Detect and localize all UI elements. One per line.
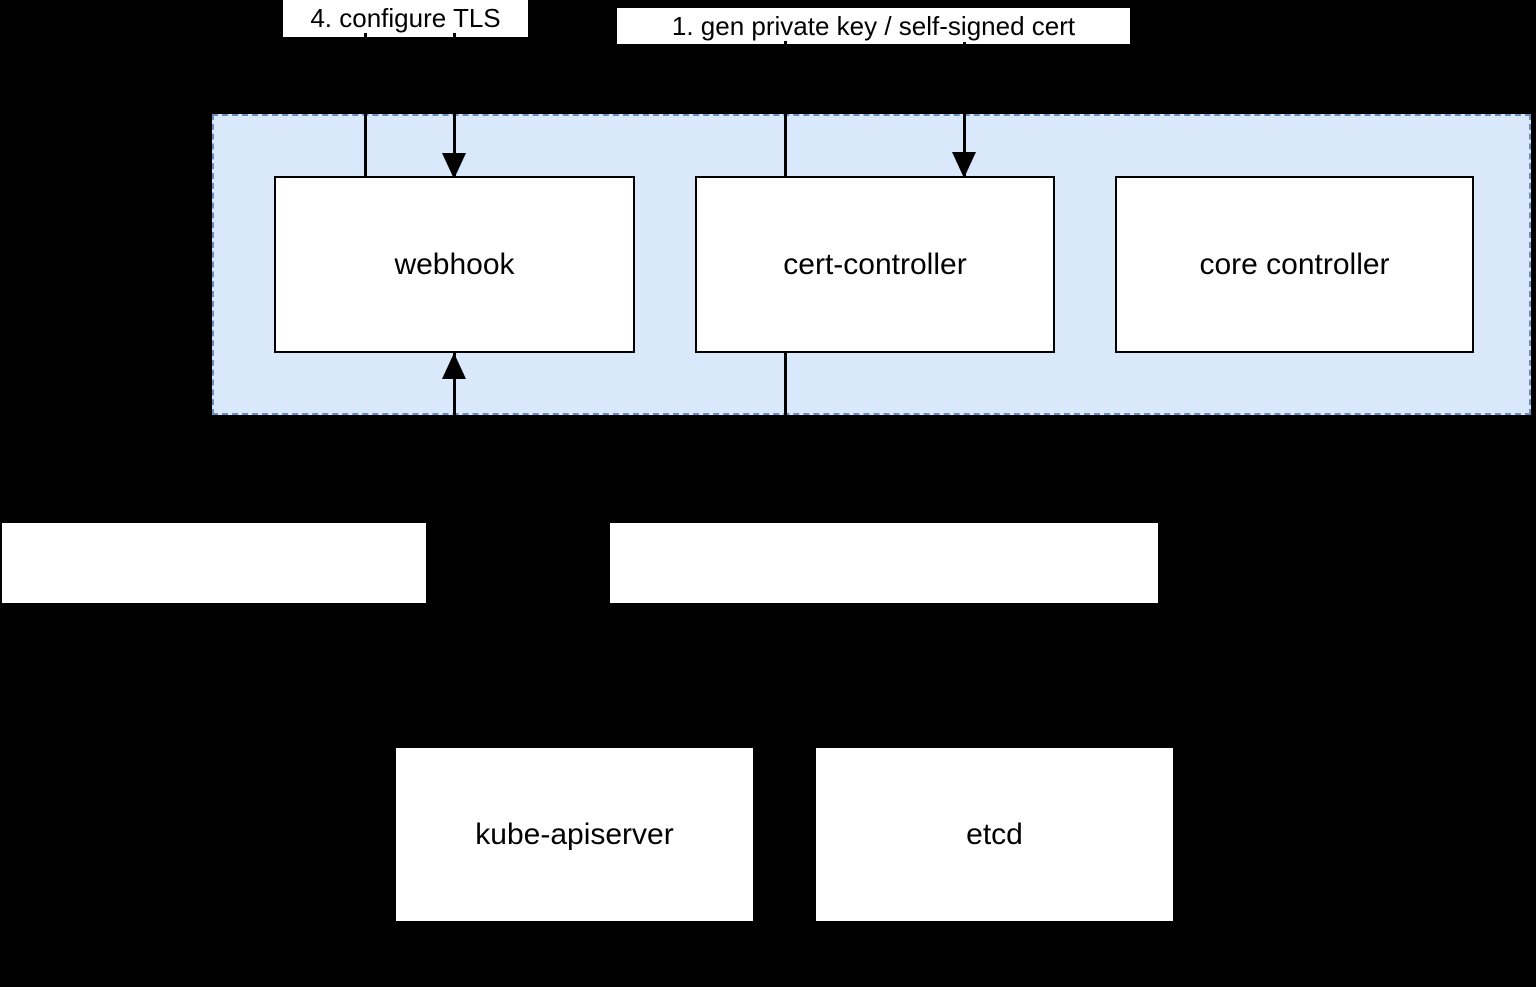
edge-label-configure-tls: 4. configure TLS — [283, 0, 528, 37]
node-etcd-label: etcd — [966, 817, 1023, 851]
connector-arrow-up-into-webhook — [442, 353, 466, 415]
connector-arrow-into-webhook — [442, 33, 466, 179]
arrow-shaft — [453, 33, 456, 179]
edge-label-gen-private-key: 1. gen private key / self-signed cert — [617, 8, 1130, 44]
arrow-head-down-icon — [442, 153, 466, 179]
arrow-head-up-icon — [442, 353, 466, 379]
node-webhook-label: webhook — [394, 247, 515, 281]
connector-webhook-to-configure-tls — [364, 33, 367, 178]
edge-label-write-tls-secret-update-cabundle: 2. write TLS secret 3. update caBundle i… — [610, 523, 1158, 773]
node-cert-controller[interactable]: cert-controller — [695, 176, 1055, 353]
node-cert-controller-label: cert-controller — [783, 247, 967, 281]
node-core-controller-label: core controller — [1199, 247, 1390, 281]
connector-cert-controller-upward — [784, 41, 787, 178]
node-etcd[interactable]: etcd — [816, 748, 1173, 921]
node-core-controller[interactable]: core controller — [1115, 176, 1474, 353]
edge-label-line-1: 5. send conversion/validating — [46, 616, 382, 647]
connector-cert-controller-downward — [784, 353, 787, 415]
node-webhook[interactable]: webhook — [274, 176, 635, 353]
edge-label-line-1: 2. write TLS secret — [610, 616, 827, 647]
arrow-head-down-icon — [952, 152, 976, 178]
arrow-shaft — [453, 353, 456, 415]
edge-label-send-conversion-validating-webhook: 5. send conversion/validating webhook — [2, 523, 426, 773]
node-kube-apiserver-label: kube-apiserver — [475, 817, 674, 851]
edge-label-line-2: webhook — [161, 742, 267, 773]
connector-arrow-into-cert-controller — [952, 42, 976, 178]
node-kube-apiserver[interactable]: kube-apiserver — [396, 748, 753, 921]
arrow-shaft — [963, 42, 966, 178]
